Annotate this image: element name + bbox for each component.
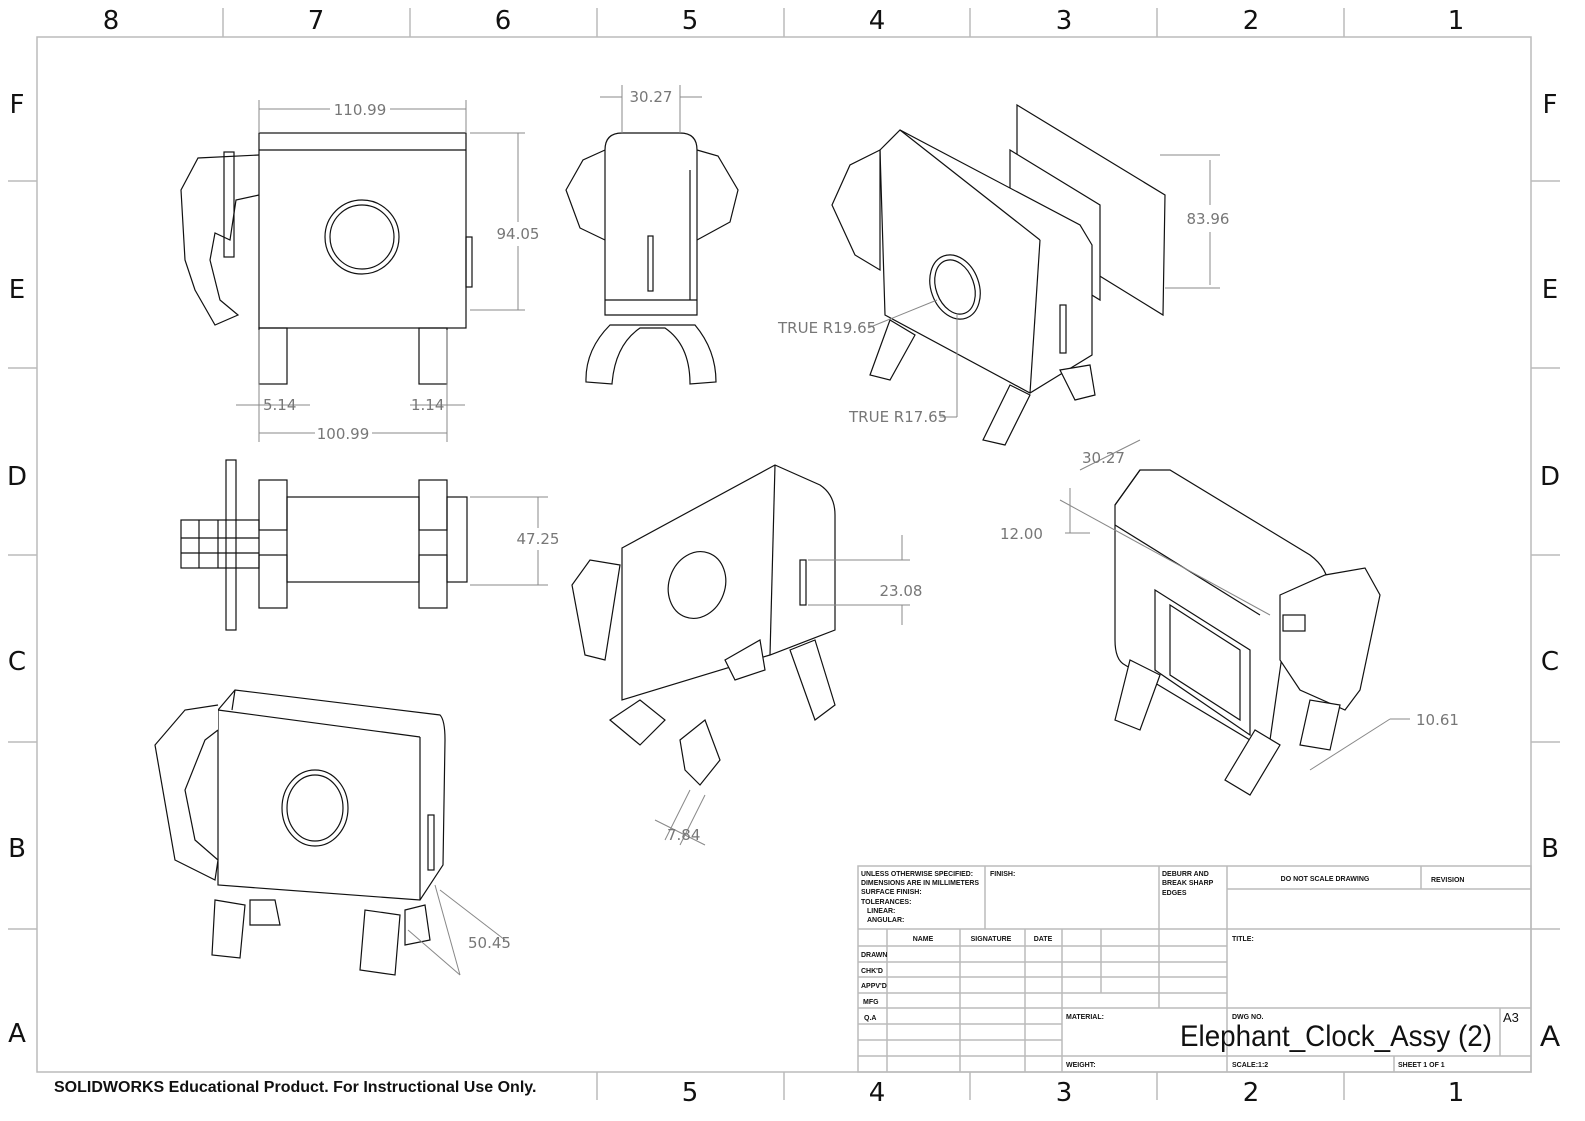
zone-ticks — [8, 8, 1560, 1100]
zone-col: 3 — [1056, 6, 1073, 36]
tb-deburr: EDGES — [1162, 890, 1187, 897]
zone-col: 4 — [869, 6, 886, 36]
top-view — [180, 459, 468, 631]
tb-mfg: MFG — [863, 999, 879, 1006]
tb-linear: LINEAR: — [867, 908, 895, 915]
zone-col: 6 — [495, 6, 512, 36]
dim-side-width: 30.27 — [630, 88, 673, 106]
front-iso-dimensions — [407, 884, 506, 976]
dim-top-depth: 47.25 — [517, 530, 560, 548]
zone-col: 4 — [869, 1078, 886, 1108]
zone-row: B — [1541, 834, 1559, 864]
dim-leg-thickness: 7.84 — [667, 826, 700, 844]
zone-row: D — [7, 462, 27, 492]
title-block: UNLESS OTHERWISE SPECIFIED: DIMENSIONS A… — [857, 865, 1560, 1073]
tb-rev: A — [1540, 1020, 1560, 1053]
tb-no-scale: DO NOT SCALE DRAWING — [1281, 876, 1370, 883]
dim-iso2-gap: 10.61 — [1416, 711, 1459, 729]
dim-iso-height: 83.96 — [1187, 210, 1230, 228]
dim-iso-depth: 50.45 — [468, 934, 511, 952]
edu-watermark: SOLIDWORKS Educational Product. For Inst… — [54, 1079, 537, 1096]
tb-scale: SCALE:1:2 — [1232, 1062, 1268, 1069]
tb-revision: REVISION — [1431, 877, 1464, 884]
side-dimensions — [600, 85, 702, 133]
drawing-number: Elephant_Clock_Assy (2) — [1180, 1020, 1492, 1053]
zone-col: 5 — [682, 6, 699, 36]
zone-row: C — [1541, 647, 1559, 677]
zone-col: 2 — [1243, 6, 1260, 36]
dim-true-r2: TRUE R17.65 — [848, 408, 947, 426]
dim-front-width: 110.99 — [334, 101, 387, 119]
iso-view-bottom — [571, 464, 836, 786]
tb-tolerances: TOLERANCES: — [861, 899, 911, 906]
tb-dwg-no: DWG NO. — [1232, 1014, 1264, 1021]
side-view — [565, 132, 739, 385]
tb-dims: DIMENSIONS ARE IN MILLIMETERS — [861, 880, 979, 887]
tb-angular: ANGULAR: — [867, 917, 904, 924]
zone-row: D — [1540, 462, 1560, 492]
zone-col: 7 — [308, 6, 325, 36]
zone-col: 1 — [1448, 1078, 1465, 1108]
tb-signature: SIGNATURE — [971, 936, 1012, 943]
top-dimensions — [470, 496, 548, 586]
tb-title: TITLE: — [1232, 936, 1254, 943]
zone-row: E — [9, 275, 25, 305]
side-iso-dimensions — [1059, 439, 1410, 771]
zone-labels-rows: F E D C B A F E D C B — [7, 90, 1560, 1049]
tb-finish: FINISH: — [990, 871, 1015, 878]
front-dimensions — [236, 100, 525, 442]
zone-labels-top: 8 7 6 5 4 3 2 1 — [103, 6, 1465, 36]
tb-name: NAME — [913, 936, 934, 943]
zone-labels-bottom: 5 4 3 2 1 — [682, 1078, 1465, 1108]
zone-col: 1 — [1448, 6, 1465, 36]
dim-iso2-width: 30.27 — [1082, 449, 1125, 467]
iso-view-front — [154, 689, 446, 976]
tb-qa: Q.A — [864, 1015, 876, 1022]
tb-surface: SURFACE FINISH: — [861, 889, 922, 896]
zone-row: F — [10, 90, 25, 120]
tb-deburr: DEBURR AND — [1162, 871, 1209, 878]
dim-true-r1: TRUE R19.65 — [777, 319, 876, 337]
tb-weight: WEIGHT: — [1066, 1062, 1096, 1069]
dim-iso2-offset: 12.00 — [1000, 525, 1043, 543]
zone-row: B — [8, 834, 26, 864]
dim-leg-span: 100.99 — [317, 425, 370, 443]
zone-row: E — [1542, 275, 1558, 305]
tb-sheet: SHEET 1 OF 1 — [1398, 1062, 1445, 1069]
tb-unless: UNLESS OTHERWISE SPECIFIED: — [861, 871, 973, 878]
iso-dimensions — [867, 154, 1220, 418]
iso-view-side — [1114, 469, 1381, 796]
dim-leg-left: 5.14 — [263, 396, 296, 414]
front-view — [180, 132, 473, 385]
zone-col: 8 — [103, 6, 120, 36]
tb-date: DATE — [1034, 936, 1053, 943]
dim-front-height: 94.05 — [497, 225, 540, 243]
tb-deburr: BREAK SHARP — [1162, 880, 1214, 887]
zone-row: C — [8, 647, 26, 677]
tb-drawn: DRAWN — [861, 952, 887, 959]
zone-col: 5 — [682, 1078, 699, 1108]
zone-col: 3 — [1056, 1078, 1073, 1108]
tb-chkd: CHK'D — [861, 968, 883, 975]
iso-view-back — [831, 103, 1166, 446]
tb-appvd: APPV'D — [861, 983, 887, 990]
zone-row: F — [1543, 90, 1558, 120]
tb-size: A3 — [1503, 1010, 1519, 1025]
tb-material: MATERIAL: — [1066, 1014, 1104, 1021]
zone-row: A — [8, 1019, 26, 1049]
dim-slot-length: 23.08 — [880, 582, 923, 600]
dim-leg-right: 1.14 — [411, 396, 444, 414]
center-dimensions — [654, 535, 910, 846]
zone-col: 2 — [1243, 1078, 1260, 1108]
